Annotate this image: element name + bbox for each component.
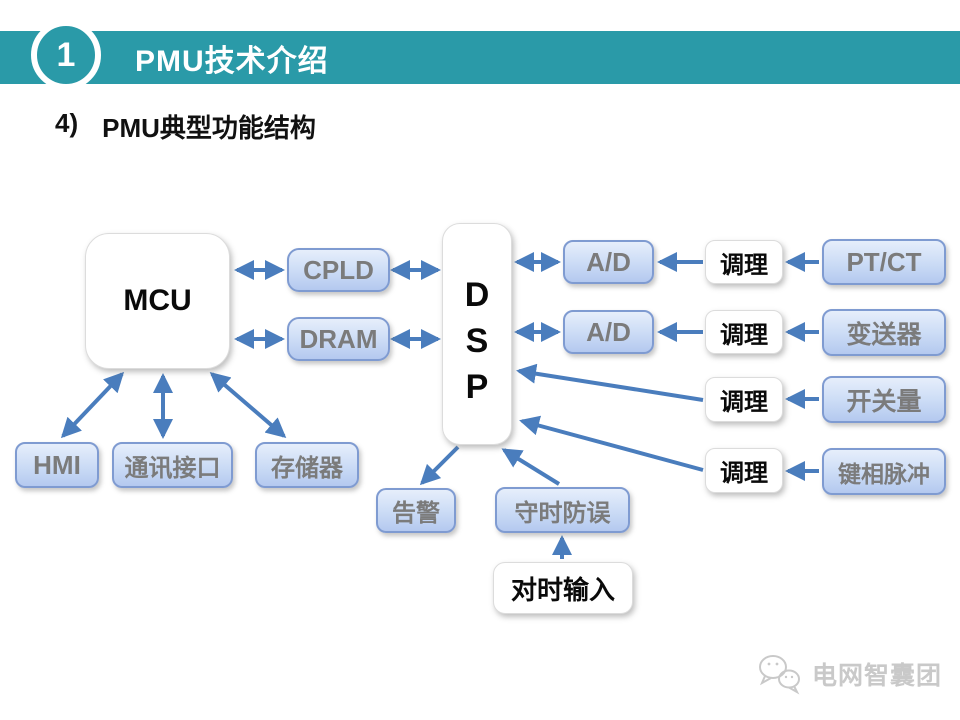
page-title: PMU技术介绍 <box>135 44 329 78</box>
box-ad-1: A/D <box>563 240 654 284</box>
box-hmi: HMI <box>15 442 99 488</box>
box-transducer: 变送器 <box>822 309 946 356</box>
box-dsp: D S P <box>442 223 512 445</box>
box-time-sync-input: 对时输入 <box>493 562 633 614</box>
box-ad-2: A/D <box>563 310 654 354</box>
box-conditioning-3: 调理 <box>705 377 783 422</box>
arrow-mcu-hmi <box>60 371 125 439</box>
box-conditioning-4: 调理 <box>705 448 783 493</box>
subtitle-number: 4) <box>55 108 79 138</box>
arrow-mcu-storage <box>209 372 287 438</box>
watermark: 电网智囊团 <box>756 652 942 696</box>
dsp-label: D S P <box>464 276 490 406</box>
subtitle-text: PMU典型功能结构 <box>102 113 316 143</box>
arrow-conditioning4-dsp <box>519 415 704 472</box>
arrow-dsp-alarm <box>419 445 460 486</box>
box-key-phase-pulse: 键相脉冲 <box>822 448 946 495</box>
arrow-timekeeping-dsp <box>501 448 561 486</box>
section-number: 1 <box>56 35 76 74</box>
box-dram: DRAM <box>287 317 390 361</box>
box-mcu: MCU <box>85 233 230 369</box>
box-comm-interface: 通讯接口 <box>112 442 233 488</box>
box-timekeeping: 守时防误 <box>495 487 630 533</box>
box-ptct: PT/CT <box>822 239 946 285</box>
section-number-badge: 1 <box>31 20 101 90</box>
box-conditioning-2: 调理 <box>705 310 783 354</box>
box-conditioning-1: 调理 <box>705 240 783 284</box>
watermark-text: 电网智囊团 <box>812 662 943 690</box>
header-bar <box>0 31 960 84</box>
wechat-chat-bubbles-icon <box>759 655 800 695</box>
box-alarm: 告警 <box>376 488 456 533</box>
arrow-conditioning3-dsp <box>516 363 704 402</box>
box-cpld: CPLD <box>287 248 390 292</box>
box-switch-input: 开关量 <box>822 376 946 423</box>
box-storage: 存储器 <box>255 442 359 488</box>
subtitle: 4) PMU典型功能结构 <box>55 108 316 145</box>
